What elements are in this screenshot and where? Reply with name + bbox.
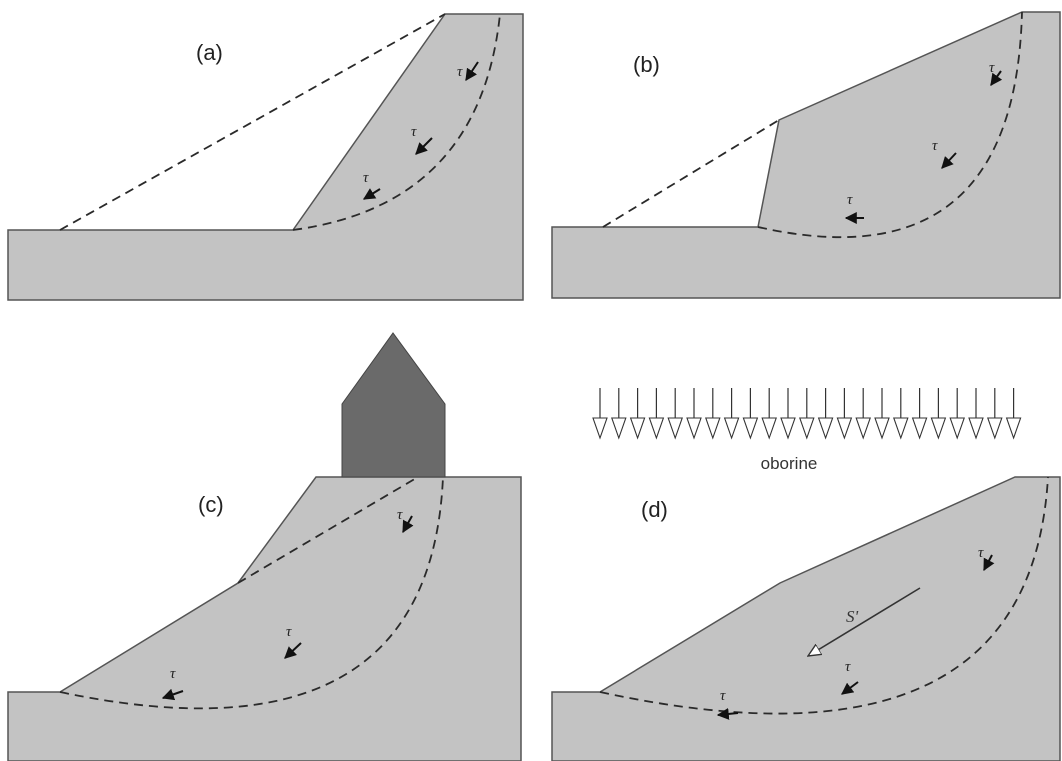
svg-text:τ: τ — [411, 124, 417, 140]
rain-arrow — [723, 388, 740, 440]
rain-arrow — [911, 388, 928, 440]
svg-text:S': S' — [846, 607, 859, 626]
svg-text:τ: τ — [932, 138, 938, 154]
original-slope-line-b — [602, 119, 780, 228]
rain-arrow — [817, 388, 834, 440]
rain-arrow — [780, 388, 796, 440]
shear-stress-arrow-c1: τ — [397, 507, 414, 534]
rain-arrow — [611, 388, 627, 440]
shear-stress-arrow-d2: τ — [841, 659, 859, 695]
shear-stress-arrow-c3: τ — [161, 666, 184, 701]
slope-ground-c — [7, 476, 522, 761]
shear-stress-arrow-b1: τ — [989, 60, 1003, 86]
rain-arrow — [592, 388, 608, 440]
shear-stress-arrow-a3: τ — [362, 170, 381, 200]
rain-arrow — [855, 388, 871, 440]
rain-arrow — [893, 388, 909, 440]
svg-text:τ: τ — [989, 60, 995, 76]
rain-arrow — [705, 388, 721, 440]
house — [341, 332, 446, 478]
seepage-force-arrow: S' — [808, 587, 921, 656]
panel-label-a: (a) — [196, 40, 223, 65]
rain-arrow — [949, 388, 965, 440]
shear-stress-arrow-d1: τ — [978, 545, 995, 572]
slope-ground-b — [551, 11, 1061, 299]
shear-stress-arrow-b2: τ — [932, 138, 957, 169]
slip-surface-b — [757, 11, 1023, 239]
panel-label-d: (d) — [641, 497, 668, 522]
svg-text:τ: τ — [978, 545, 984, 561]
slip-surface-a — [292, 13, 501, 231]
rain-arrow — [874, 388, 890, 440]
slip-surface-c — [59, 476, 444, 710]
rain-arrow — [667, 388, 683, 440]
slip-surface-d — [599, 476, 1049, 715]
shear-stress-arrow-a2: τ — [411, 124, 433, 155]
rain-arrow — [761, 388, 777, 440]
original-slope-line-a — [59, 13, 446, 231]
panel-label-c: (c) — [198, 492, 224, 517]
svg-text:τ: τ — [286, 624, 292, 640]
rain-arrow — [648, 388, 665, 440]
rain-arrow — [836, 388, 853, 440]
svg-text:τ: τ — [457, 64, 463, 80]
panel-d: (d) oborine S' τ τ τ — [551, 388, 1061, 761]
panel-b: (b) τ τ τ — [551, 11, 1061, 299]
svg-text:τ: τ — [170, 666, 176, 682]
original-slope-line-c — [237, 476, 419, 584]
rain-arrow — [987, 388, 1003, 440]
rain-arrow — [968, 388, 984, 440]
rain-arrow — [799, 388, 815, 440]
rain-arrow — [686, 388, 702, 440]
rain-arrow — [742, 388, 759, 440]
svg-text:τ: τ — [363, 170, 369, 186]
slope-ground-a — [7, 13, 524, 301]
rain-arrow — [1005, 388, 1022, 440]
shear-stress-arrow-d3: τ — [716, 688, 739, 720]
rain-arrow — [930, 388, 947, 440]
slope-ground-d — [551, 476, 1061, 761]
svg-text:τ: τ — [845, 659, 851, 675]
shear-stress-arrow-b3: τ — [844, 192, 864, 224]
panel-c: (c) τ τ τ — [7, 332, 522, 761]
svg-text:τ: τ — [720, 688, 726, 704]
rain-label: oborine — [761, 454, 818, 473]
shear-stress-arrow-c2: τ — [284, 624, 302, 659]
panel-a: (a) τ τ τ — [7, 13, 524, 301]
panel-label-b: (b) — [633, 52, 660, 77]
rainfall-arrows — [592, 388, 1022, 440]
rain-arrow — [629, 388, 646, 440]
svg-text:τ: τ — [397, 507, 403, 523]
svg-text:τ: τ — [847, 192, 853, 208]
shear-stress-arrow-a1: τ — [457, 61, 479, 81]
